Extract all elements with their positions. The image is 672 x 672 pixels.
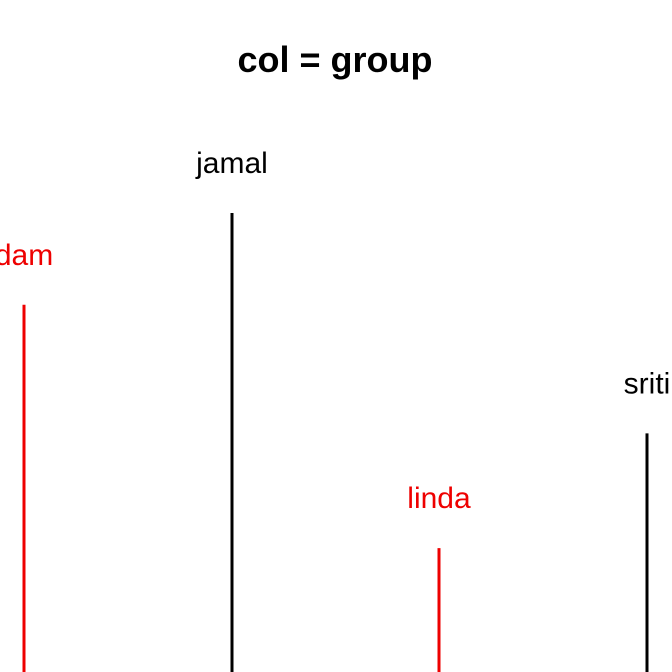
leaf-label-sriti: sriti (624, 367, 671, 400)
chart-title: col = group (237, 39, 432, 80)
leaf-label-linda: linda (407, 482, 471, 515)
leaf-label-jamal: jamal (195, 147, 268, 180)
leaf-branches: dam jamal linda sriti (0, 147, 670, 672)
leaf-label-adam: dam (0, 239, 53, 272)
